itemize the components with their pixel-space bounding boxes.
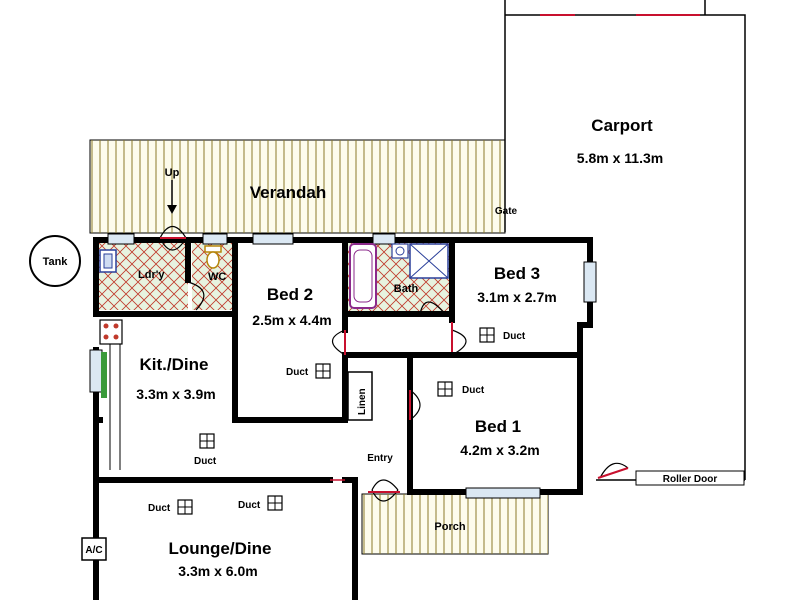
duct-icon: [267, 495, 283, 511]
carport-label: Carport: [591, 116, 653, 135]
kitchen-dims: 3.3m x 3.9m: [136, 386, 215, 402]
verandah-area: [89, 139, 506, 234]
toilet: [204, 245, 222, 269]
tank-label: Tank: [43, 256, 69, 268]
duct-icon: [437, 381, 453, 397]
window-bed3: [583, 261, 597, 303]
windows: [89, 233, 597, 499]
vanity: [391, 243, 409, 259]
verandah-label: Verandah: [250, 183, 327, 202]
bed3-dims: 3.1m x 2.7m: [477, 289, 556, 305]
roller-door: [635, 470, 745, 486]
wc-label: WC: [208, 271, 226, 283]
tank: [29, 235, 81, 287]
duct-icon: [479, 327, 495, 343]
duct-icon: [177, 499, 193, 515]
doors: [159, 225, 629, 502]
duct-icon: [315, 363, 331, 379]
entry-label: Entry: [367, 453, 393, 464]
laundry-fixtures: [99, 249, 117, 273]
porch-label: Porch: [434, 521, 465, 533]
carport-dims: 5.8m x 11.3m: [577, 150, 663, 166]
bed1-dims: 4.2m x 3.2m: [460, 442, 539, 458]
bathtub: [349, 243, 377, 309]
lounge-label: Lounge/Dine: [169, 539, 272, 558]
window-bed2: [252, 233, 294, 245]
duct-label-lounge-left: Duct: [148, 503, 171, 514]
bed2-label: Bed 2: [267, 285, 313, 304]
bath-label: Bath: [394, 283, 419, 295]
ac-label: A/C: [85, 545, 102, 556]
walls: [93, 237, 593, 600]
bed2-dims: 2.5m x 4.4m: [252, 312, 331, 328]
roller-door-label: Roller Door: [663, 474, 718, 485]
bed3-label: Bed 3: [494, 264, 540, 283]
duct-label-bed3: Duct: [503, 331, 526, 342]
duct-label-bed2: Duct: [286, 367, 309, 378]
linen-cupboard: [347, 371, 373, 421]
duct-label-lounge-right: Duct: [238, 500, 261, 511]
gate-label: Gate: [495, 206, 518, 217]
linen-label: Linen: [357, 388, 368, 415]
window-laundry: [107, 233, 135, 245]
window-bed1: [465, 487, 541, 499]
ac-unit: [81, 537, 107, 561]
duct-icons: [177, 327, 495, 515]
window-bath: [372, 233, 396, 245]
duct-icon: [199, 433, 215, 449]
kitchen-splashback: [101, 352, 107, 398]
up-label: Up: [165, 167, 180, 179]
up-arrow: [167, 180, 177, 214]
bed1-label: Bed 1: [475, 417, 521, 436]
shower: [409, 243, 449, 279]
stove: [99, 319, 123, 345]
window-kitchen: [89, 349, 103, 393]
window-wc: [202, 233, 228, 245]
duct-label-kitchen: Duct: [194, 456, 217, 467]
laundry-label: Ldr'y: [138, 269, 165, 281]
kitchen-label: Kit./Dine: [140, 355, 209, 374]
lounge-dims: 3.3m x 6.0m: [178, 563, 257, 579]
duct-label-bed1: Duct: [462, 385, 485, 396]
